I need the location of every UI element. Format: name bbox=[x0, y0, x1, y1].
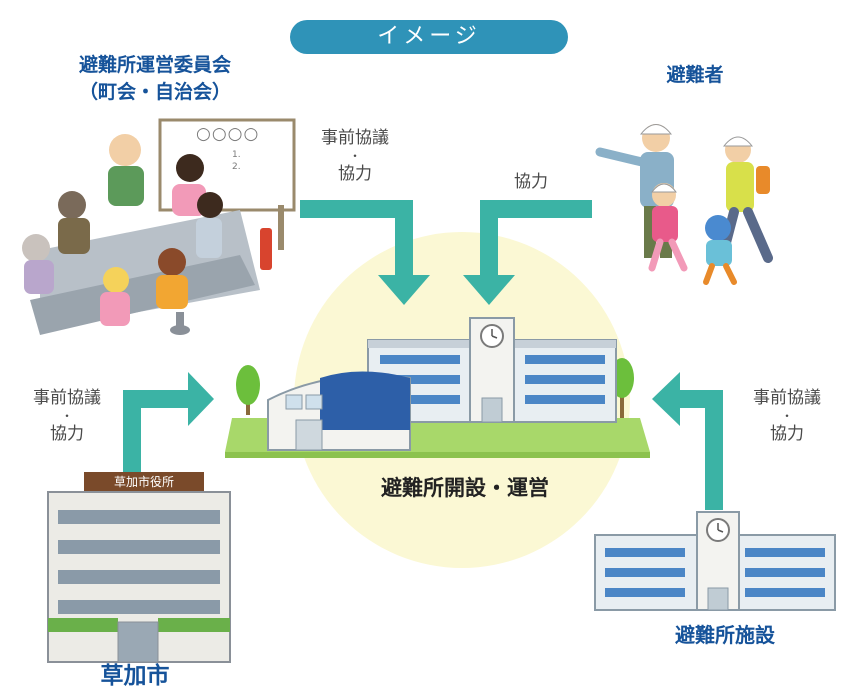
gymnasium bbox=[267, 371, 411, 451]
committee-title-line2: （町会・自治会） bbox=[78, 81, 231, 103]
facility-arrow-label-line2: 協力 bbox=[770, 424, 804, 444]
board-line1: 1. bbox=[232, 150, 241, 160]
facility-arrow-label-line1: 事前協議 bbox=[753, 388, 821, 408]
committee-title: 避難所運営委員会 （町会・自治会） bbox=[40, 52, 270, 106]
committee-arrow-label: 事前協議 ・ 協力 bbox=[300, 126, 410, 186]
facility-arrow-label-dot: ・ bbox=[780, 409, 793, 423]
facility-building bbox=[594, 511, 836, 611]
facility-title: 避難所施設 bbox=[675, 623, 775, 647]
city-title: 草加市 bbox=[100, 663, 170, 689]
arrow-facility-to-center bbox=[652, 372, 723, 510]
board-circles: ○○○○ bbox=[196, 124, 260, 144]
evacuees-title: 避難者 bbox=[666, 64, 724, 86]
evacuees-illustration bbox=[595, 124, 773, 285]
city-hall-sign: 草加市役所 bbox=[113, 475, 174, 489]
committee-arrow-label-dot: ・ bbox=[348, 149, 361, 163]
arrow-city-to-center bbox=[123, 372, 214, 490]
facility-arrow-label: 事前協議 ・ 協力 bbox=[732, 386, 842, 446]
city-arrow-label: 事前協議 ・ 協力 bbox=[12, 386, 122, 446]
city-arrow-label-line1: 事前協議 bbox=[33, 388, 101, 408]
center-title: 避難所開設・運営 bbox=[381, 476, 549, 500]
image-label-pill: イメージ bbox=[290, 20, 568, 54]
tree-left bbox=[236, 365, 260, 415]
arrow-committee-to-center bbox=[300, 200, 430, 305]
city-hall-building bbox=[47, 472, 231, 663]
committee-title-line1: 避難所運営委員会 bbox=[78, 54, 231, 76]
city-arrow-label-line2: 協力 bbox=[50, 424, 84, 444]
city-arrow-label-dot: ・ bbox=[60, 409, 73, 423]
committee-arrow-label-line1: 事前協議 bbox=[321, 128, 389, 148]
committee-illustration bbox=[22, 118, 296, 335]
board-line2: 2. bbox=[232, 162, 241, 172]
arrow-evacuees-to-center bbox=[463, 200, 592, 305]
evacuees-arrow-label: 協力 bbox=[514, 172, 548, 192]
committee-arrow-label-line2: 協力 bbox=[338, 164, 372, 184]
